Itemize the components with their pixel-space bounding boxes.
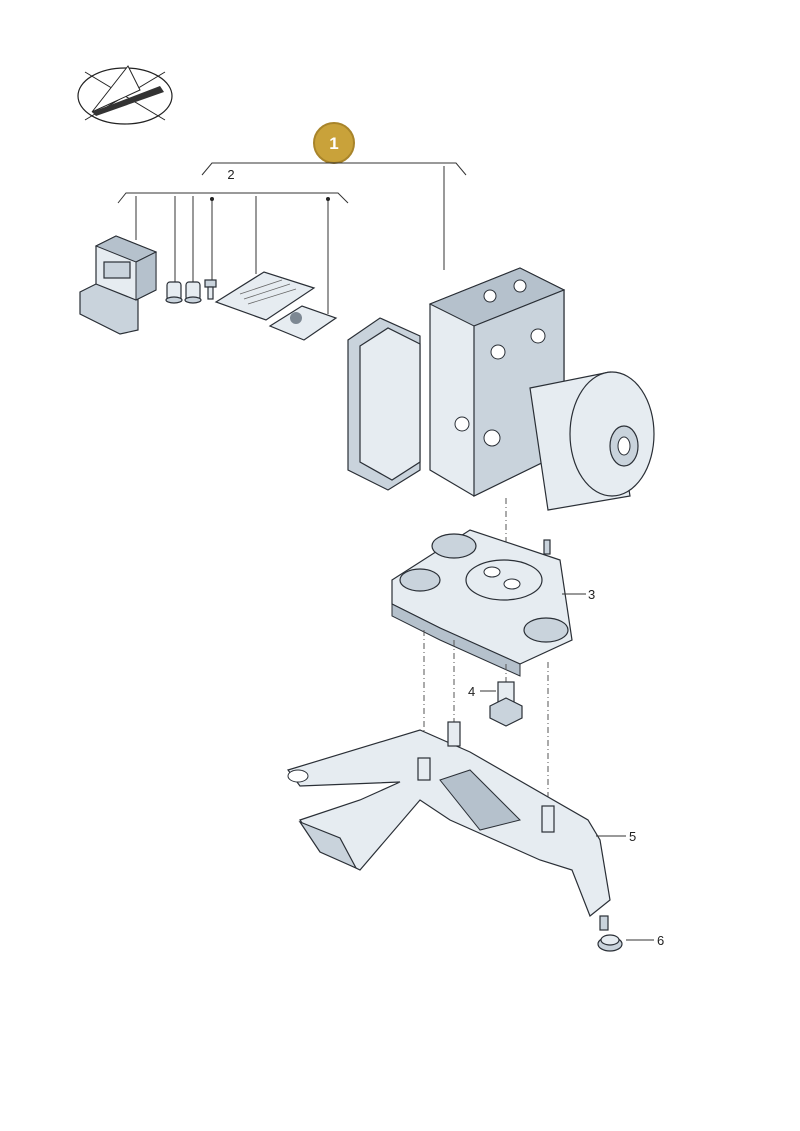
upper-bracket-part[interactable] bbox=[391, 529, 573, 677]
callout-1-badge[interactable]: 1 bbox=[313, 122, 355, 164]
plug-part-1[interactable] bbox=[165, 281, 183, 304]
callout-2-label: 2 bbox=[227, 167, 234, 182]
plug-part-2[interactable] bbox=[184, 281, 202, 304]
lower-bracket-part[interactable] bbox=[287, 721, 611, 931]
paper-plane-logo-icon bbox=[77, 65, 173, 125]
bracket-group-1 bbox=[201, 162, 467, 176]
callout-6-label: 6 bbox=[657, 933, 664, 948]
bracket-group-2 bbox=[117, 192, 349, 204]
label-sticker bbox=[268, 305, 338, 341]
callout-3-label: 3 bbox=[588, 587, 595, 602]
callout-5-label: 5 bbox=[629, 829, 636, 844]
bolt-part[interactable] bbox=[489, 681, 523, 727]
callout-1-label: 1 bbox=[329, 134, 338, 153]
nut-part[interactable] bbox=[597, 934, 623, 952]
screw-part[interactable] bbox=[204, 279, 217, 300]
control-unit-part[interactable] bbox=[79, 235, 158, 335]
hydraulic-unit-part[interactable] bbox=[347, 267, 655, 511]
instruction-sheet bbox=[214, 271, 316, 321]
callout-4-label: 4 bbox=[468, 684, 475, 699]
